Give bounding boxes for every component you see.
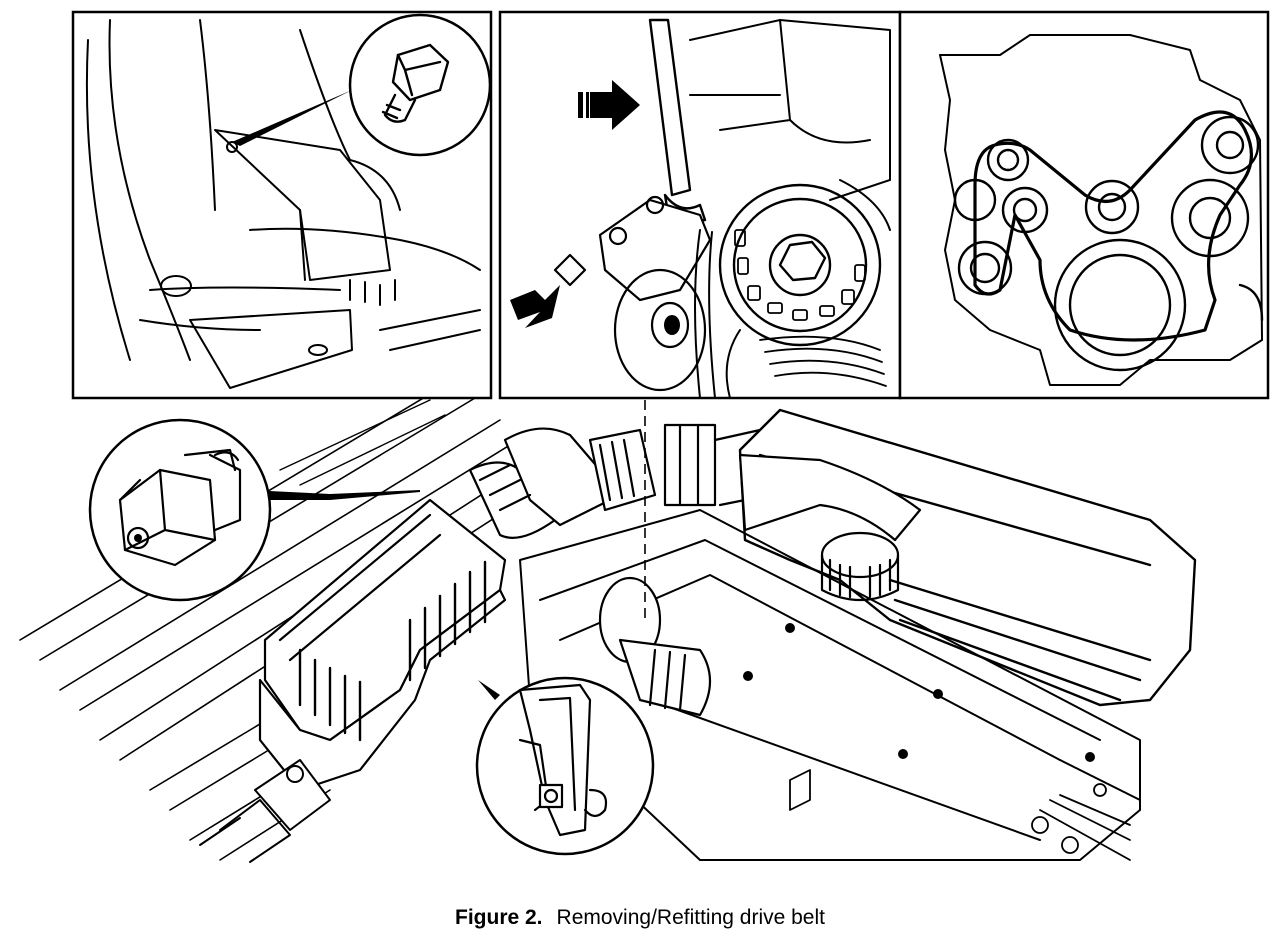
belt-routing-icon — [898, 10, 1270, 400]
belt-tensioner-icon — [498, 10, 902, 400]
figure-caption: Figure 2. Removing/Refitting drive belt — [0, 906, 1280, 930]
mounting-bracket-icon — [88, 418, 420, 602]
figure-number: Figure 2. — [455, 906, 543, 929]
bolt-detail-icon — [71, 10, 493, 400]
clamp-detail-icon — [475, 676, 655, 856]
engine-compartment-icon — [19, 369, 1197, 863]
figure-title: Removing/Refitting drive belt — [556, 906, 825, 929]
